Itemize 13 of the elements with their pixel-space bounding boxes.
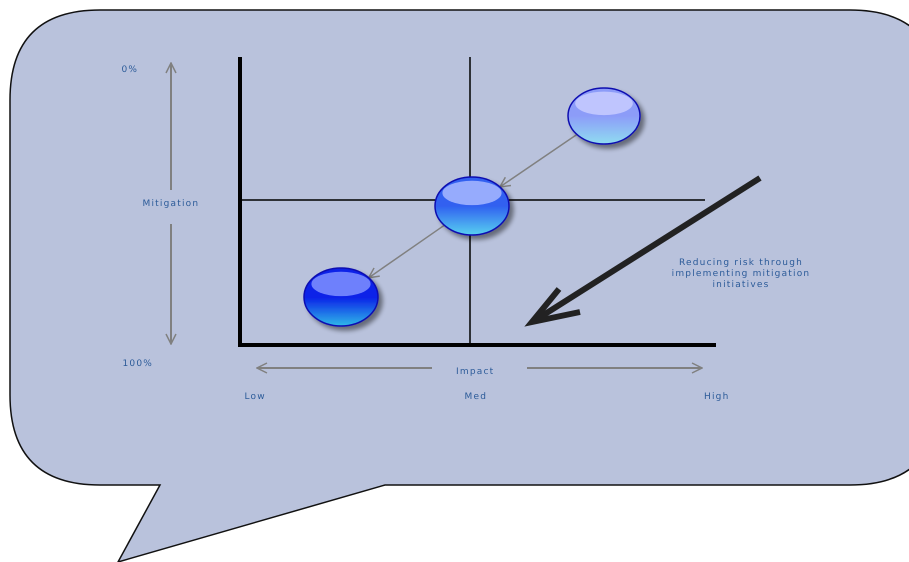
mark: 0% [122, 64, 138, 76]
tick-label: Med [464, 392, 488, 402]
axis-label: Impact [456, 366, 494, 378]
tick-label: Low [244, 392, 266, 402]
mark: 100% [122, 358, 154, 370]
tick-label: High [704, 392, 730, 402]
axis-label: Mitigation [142, 198, 200, 210]
glossy-sphere [434, 176, 510, 236]
arrow [368, 224, 445, 279]
glossy-sphere [303, 267, 379, 327]
arrow [499, 134, 578, 188]
note: Reducing risk through implementing mitigation initiatives [670, 258, 812, 290]
glossy-sphere [567, 87, 641, 145]
